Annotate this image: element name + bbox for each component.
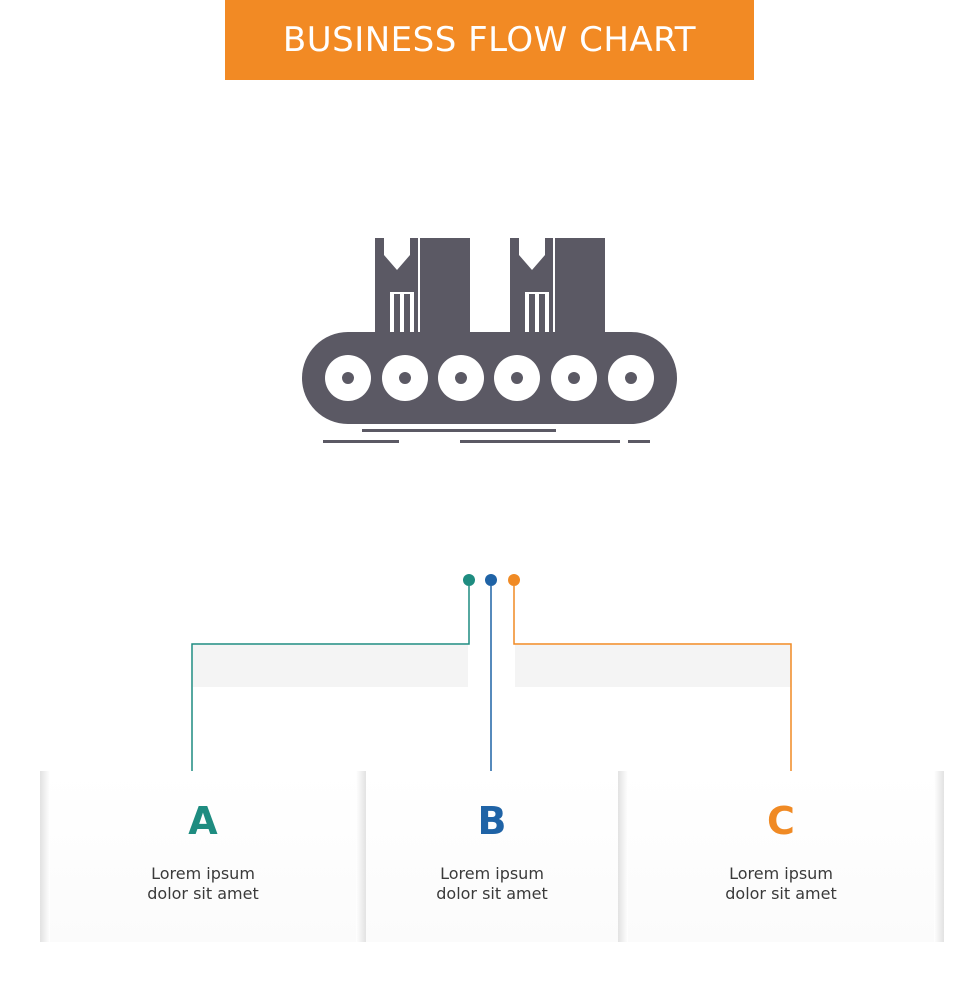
connector-dot-a xyxy=(463,574,475,586)
conveyor-belt-icon xyxy=(302,238,677,443)
step-description-b: Lorem ipsum dolor sit amet xyxy=(366,864,618,904)
step-card-a: A Lorem ipsum dolor sit amet xyxy=(40,771,366,942)
step-text-line1: Lorem ipsum xyxy=(440,864,544,883)
step-letter-c: C xyxy=(767,799,795,843)
step-text-line2: dolor sit amet xyxy=(436,884,548,903)
step-description-c: Lorem ipsum dolor sit amet xyxy=(618,864,944,904)
step-description-a: Lorem ipsum dolor sit amet xyxy=(40,864,366,904)
connector-dot-b xyxy=(485,574,497,586)
step-card-c: C Lorem ipsum dolor sit amet xyxy=(618,771,944,942)
step-text-line2: dolor sit amet xyxy=(725,884,837,903)
connector-dot-c xyxy=(508,574,520,586)
step-text-line1: Lorem ipsum xyxy=(729,864,833,883)
step-letter-a: A xyxy=(188,799,218,843)
step-text-line2: dolor sit amet xyxy=(147,884,259,903)
step-card-b: B Lorem ipsum dolor sit amet xyxy=(366,771,618,942)
page-title: BUSINESS FLOW CHART xyxy=(282,20,697,60)
connector-line-c xyxy=(513,586,792,781)
title-banner: BUSINESS FLOW CHART xyxy=(225,0,754,80)
step-text-line1: Lorem ipsum xyxy=(151,864,255,883)
connector-line-a xyxy=(191,586,470,781)
step-letter-b: B xyxy=(477,799,507,843)
